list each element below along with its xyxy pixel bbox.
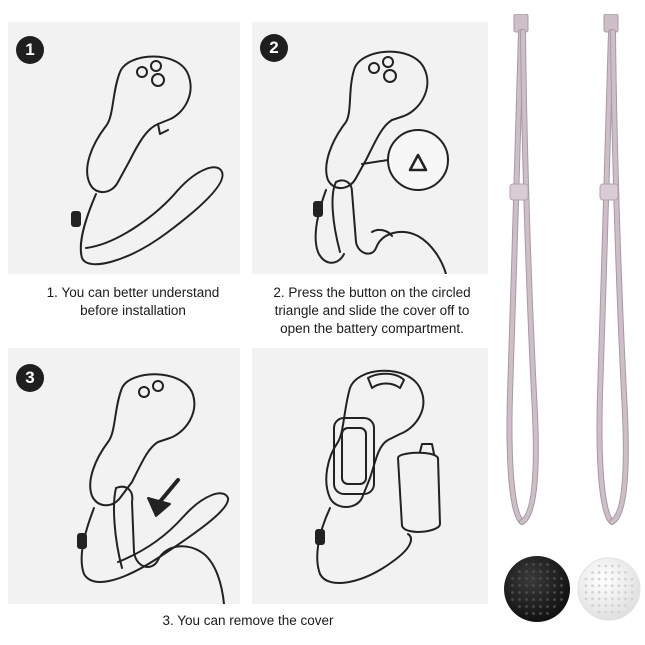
cover-removed-illustration <box>315 369 441 585</box>
thumbstick-cap-black <box>504 556 570 622</box>
controller-icon <box>325 50 429 189</box>
step-2-panel: 2 <box>252 22 488 274</box>
hand-icon <box>113 485 225 604</box>
battery-cover-icon <box>397 443 441 533</box>
cover-removed-panel <box>252 348 488 604</box>
arrow-down-icon <box>147 478 180 517</box>
controller-icon <box>325 369 425 508</box>
step-1-panel: 1 <box>8 22 240 274</box>
step-number-badge: 1 <box>16 36 44 64</box>
wrist-strap-product-left <box>506 14 539 525</box>
controller-icon <box>86 55 192 193</box>
step-2-caption: 2. Press the button on the circled trian… <box>273 285 471 336</box>
thumbstick-cap-white <box>577 557 641 621</box>
step-number-badge: 3 <box>16 364 44 392</box>
triangle-button-icon <box>361 129 449 191</box>
step-3-caption: 3. You can remove the cover <box>162 613 334 628</box>
controller-with-strap-illustration <box>71 55 224 266</box>
wrist-strap-icon <box>71 166 224 266</box>
step-1-caption: 1. You can better understand before inst… <box>46 285 220 318</box>
wrist-strap-icon <box>315 507 412 585</box>
wrist-strap-icon <box>313 189 345 264</box>
press-button-illustration <box>313 50 449 274</box>
wrist-strap-icon <box>77 492 230 583</box>
remove-cover-illustration <box>77 373 230 604</box>
hand-icon <box>331 179 447 274</box>
wrist-strap-product-right <box>596 14 629 525</box>
controller-icon <box>89 373 196 507</box>
step-number-badge: 2 <box>260 34 288 62</box>
step-3-panel: 3 <box>8 348 240 604</box>
